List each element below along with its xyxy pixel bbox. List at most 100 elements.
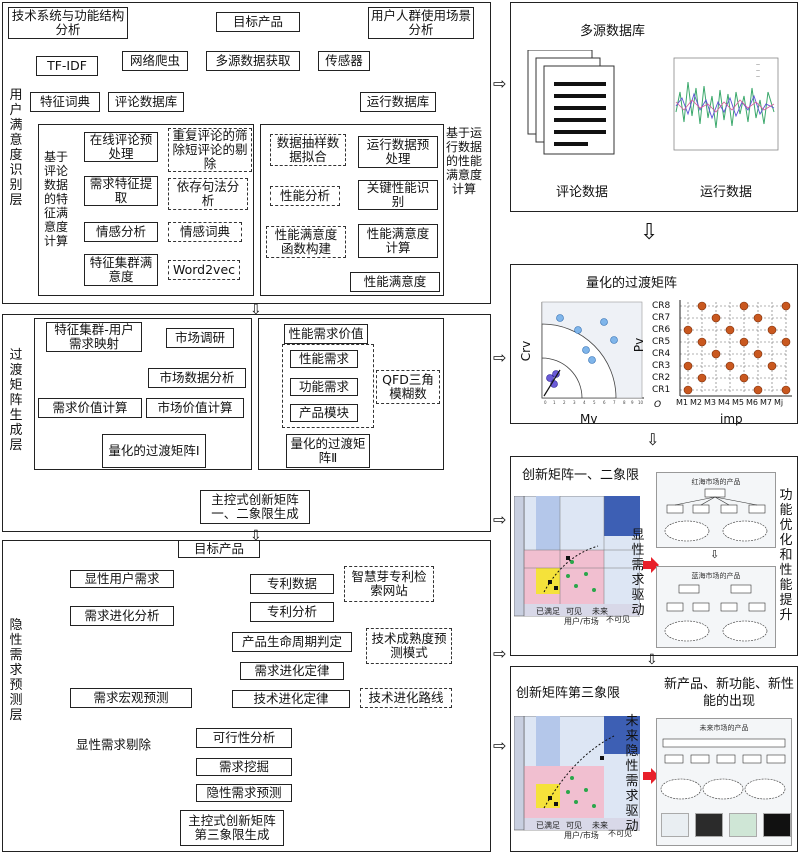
p2-left-tick-7: 7 [613, 400, 616, 405]
p2-left-tick-1: 1 [553, 400, 556, 405]
demand-value-calc: 需求价值计算 [38, 398, 142, 418]
p2-left-tick-10: 10 [638, 400, 644, 405]
cluster-mapping: 特征集群-用户需求映射 [46, 322, 142, 352]
p4-q-label-visible: 可见 [566, 821, 582, 830]
cr-label: CR2 [652, 373, 671, 383]
feature-dict-box: 特征词典 [30, 92, 100, 112]
p3-q-label-invisible: 不可见 [606, 615, 630, 624]
quadrant3-gen: 主控式创新矩阵第三象限生成 [180, 810, 284, 846]
layer1-label: 用户满意度识别层 [9, 88, 23, 208]
perf-satisfaction-calc: 性能满意度计算 [358, 224, 438, 258]
run-db-box: 运行数据库 [360, 92, 436, 112]
p3-q-label-future: 未来 [592, 607, 608, 616]
qfd-box: QFD三角模糊数 [376, 370, 440, 404]
p2-left-xlabel: Mv [580, 412, 598, 426]
key-performance: 关键性能识别 [358, 180, 438, 210]
maturity-box: 技术成熟度预测模式 [366, 628, 452, 664]
right-arrow-5: ⇨ [493, 736, 507, 755]
future-title: 未来市场的产品 [699, 724, 749, 732]
p4-q-label-satisfied: 已满足 [536, 821, 560, 830]
zhihuiya-box: 智慧芽专利检索网站 [344, 566, 434, 602]
red-ocean-tree [664, 488, 768, 542]
demand-evo-law: 需求进化定律 [240, 662, 344, 680]
p2-left-tick-2: 2 [563, 400, 566, 405]
plc-judge: 产品生命周期判定 [232, 632, 352, 652]
patent-data: 专利数据 [250, 574, 334, 594]
p3-title: 创新矩阵一、二象限 [522, 468, 640, 483]
thumb-3 [729, 813, 757, 837]
right-arrow-4: ⇨ [493, 644, 507, 663]
down-arrow-p3: ⇩ [710, 548, 720, 561]
down-arrow-r3: ⇩ [646, 652, 658, 668]
explicit-remove-label: 显性需求剔除 [76, 737, 152, 752]
demand-mining: 需求挖掘 [196, 758, 292, 776]
p2-left-tick-8: 8 [623, 400, 626, 405]
p4-q-label-market: 用户/市场 [564, 831, 599, 840]
run-preprocess: 运行数据预处理 [358, 136, 438, 168]
p1-review-label: 评论数据 [556, 185, 609, 200]
qfd-dashed-group [282, 344, 374, 428]
review-group [38, 124, 254, 296]
feasibility-analysis: 可行性分析 [196, 728, 292, 748]
cr-label: CR4 [652, 349, 671, 359]
p1-run-label: 运行数据 [700, 185, 753, 200]
p3-driver-label: 显性需求驱动 [631, 528, 645, 618]
sampling-box: 数据抽样数据拟合 [270, 134, 346, 166]
l3-target-product: 目标产品 [178, 540, 260, 558]
p2-left-tick-4: 4 [583, 400, 586, 405]
demand-evo-analysis: 需求进化分析 [70, 606, 174, 626]
perf-func-box: 性能满意度函数构建 [266, 226, 346, 258]
p2-left-tick-5: 5 [593, 400, 596, 405]
red-ocean-product: 红海市场的产品 [656, 472, 776, 548]
m-label: M6 [746, 398, 758, 407]
m-label: Mj [774, 398, 784, 407]
review-sub-label: 基于评论数据的特征满意度计算 [43, 150, 68, 248]
layer3-label: 隐性需求预测层 [9, 618, 23, 723]
p2-right-matrix [679, 300, 792, 397]
perf-satisfaction: 性能满意度 [350, 272, 440, 292]
explicit-demand: 显性用户需求 [70, 570, 174, 588]
func-demand: 功能需求 [290, 378, 358, 396]
p3-q-label-visible: 可见 [566, 607, 582, 616]
p2-right-xlabel: imp [720, 412, 743, 426]
p2-left-tick-3: 3 [573, 400, 576, 405]
m-label: M1 [676, 398, 688, 407]
p1-title: 多源数据库 [580, 24, 646, 39]
sensor-box: 传感器 [318, 51, 370, 71]
svg-text:—: — [756, 62, 760, 67]
m-label: M5 [732, 398, 744, 407]
tech-evo-law: 技术进化定律 [232, 690, 350, 708]
cluster-satisfaction: 特征集群满意度 [84, 254, 158, 286]
p2-origin: O [654, 400, 662, 410]
future-product: 未来市场的产品 [656, 718, 792, 846]
p2-left-scatter: 0 1 2 3 4 5 6 7 8 9 10 [541, 301, 644, 405]
p2-left-ylabel: Crv [519, 340, 534, 362]
thumb-2 [695, 813, 723, 837]
p4-quadrant-matrix [514, 716, 640, 831]
cr-label: CR1 [652, 385, 671, 395]
right-arrow-1: ⇨ [493, 74, 507, 93]
p2-m-labels: M1 M2 M3 M4 M5 M6 M7 Mj [676, 398, 783, 407]
red-ocean-title: 红海市场的产品 [691, 478, 741, 486]
p4-new-label: 新产品、新功能、新性能的出现 [664, 677, 795, 709]
down-arrow-2: ⇩ [250, 528, 262, 544]
p2-title: 量化的过渡矩阵 [586, 276, 678, 291]
market-value-calc: 市场价值计算 [146, 398, 244, 418]
m-label: M3 [704, 398, 716, 407]
svg-text:—: — [756, 68, 760, 73]
review-preprocess: 在线评论预处理 [84, 132, 158, 162]
p4-q-label-future: 未来 [592, 821, 608, 830]
cr-label: CR8 [652, 301, 671, 311]
p2-cr-labels: CR8 CR7 CR6 CR5 CR4 CR3 CR2 CR1 [652, 300, 670, 396]
sentiment-dict-box: 情感词典 [168, 222, 242, 242]
p3-q-label-satisfied: 已满足 [536, 607, 560, 616]
m-label: M7 [760, 398, 772, 407]
down-arrow-r2: ⇩ [646, 430, 660, 449]
run-group [260, 124, 444, 296]
product-module: 产品模块 [290, 404, 358, 422]
p4-driver-label: 未来隐性需求驱动 [625, 714, 639, 834]
p2-left-tick-6: 6 [603, 400, 606, 405]
document-stack-icon [527, 50, 615, 155]
cr-label: CR7 [652, 313, 671, 323]
user-scene-box: 用户人群使用场景分析 [368, 7, 474, 39]
